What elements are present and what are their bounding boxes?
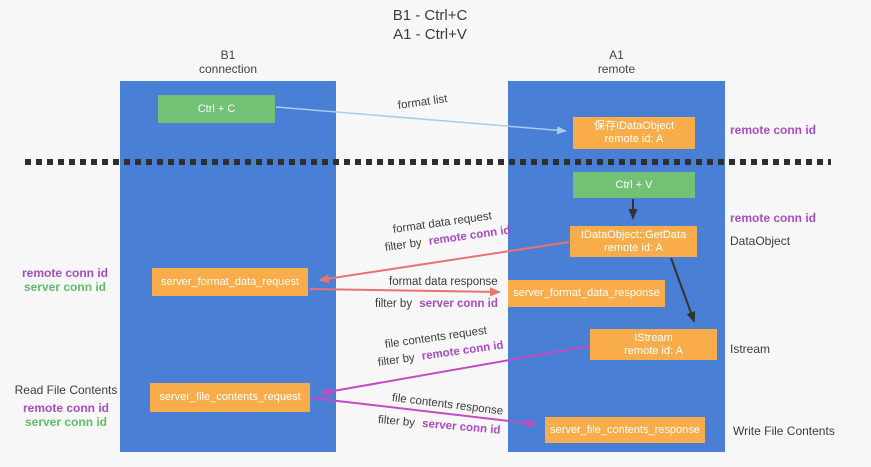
file-contents-response-text: file contents response bbox=[391, 392, 504, 418]
node-server-file-contents-request-label: server_file_contents_request bbox=[159, 391, 301, 403]
node-ctrl-v-label: Ctrl + V bbox=[615, 178, 653, 191]
node-saved-idataobject-line2: remote id: A bbox=[604, 133, 664, 145]
left-column-role: connection bbox=[198, 62, 258, 76]
side-left-conn-ids: remote conn id server conn id bbox=[18, 266, 112, 294]
server-conn-id-text: server conn id bbox=[421, 417, 501, 437]
node-istream-line2: remote id: A bbox=[624, 344, 683, 357]
side-istream: Istream bbox=[730, 342, 771, 356]
left-column-header: B1 connection bbox=[120, 48, 336, 76]
node-server-format-data-response-label: server_format_data_response bbox=[513, 287, 660, 299]
right-column-name: A1 bbox=[609, 48, 624, 62]
title-line-1: B1 - Ctrl+C bbox=[392, 7, 468, 24]
node-server-file-contents-request: server_file_contents_request bbox=[150, 383, 310, 412]
node-saved-idataobject-line1: 保存IDataObject bbox=[593, 120, 675, 132]
node-idataobject-getdata-line1: IDataObject::GetData bbox=[580, 228, 687, 241]
left-column-name: B1 bbox=[220, 48, 236, 62]
node-server-file-contents-response-label: server_file_contents_response bbox=[550, 423, 700, 436]
side-server-conn-id-bottom: server conn id bbox=[24, 415, 108, 429]
title-line-2: A1 - Ctrl+V bbox=[393, 26, 467, 43]
node-idataobject-getdata: IDataObject::GetData remote id: A bbox=[570, 226, 697, 257]
side-remote-conn-id-mid: remote conn id bbox=[730, 211, 817, 225]
node-server-file-contents-response: server_file_contents_response bbox=[545, 417, 705, 443]
phase-separator-dashed-line bbox=[25, 159, 831, 165]
format-list-text: format list bbox=[397, 93, 449, 112]
filter-by-text: filter by bbox=[375, 298, 413, 310]
right-column-header: A1 remote bbox=[508, 48, 725, 76]
node-saved-idataobject: 保存IDataObject remote id: A bbox=[573, 117, 695, 149]
node-istream-line1: IStream bbox=[634, 331, 673, 344]
filter-by-text: filter by bbox=[377, 414, 416, 430]
node-ctrl-v: Ctrl + V bbox=[573, 172, 695, 198]
filter-by-text: filter by bbox=[384, 236, 423, 254]
side-left-file-block: Read File Contents remote conn id server… bbox=[14, 383, 118, 429]
node-idataobject-getdata-line2: remote id: A bbox=[604, 241, 663, 254]
node-istream: IStream remote id: A bbox=[590, 329, 717, 360]
diagram-title: B1 - Ctrl+C A1 - Ctrl+V bbox=[300, 6, 560, 44]
arrow-format-data-response bbox=[309, 287, 501, 297]
server-conn-id-text: server conn id bbox=[419, 298, 498, 310]
side-remote-conn-id-top: remote conn id bbox=[730, 123, 817, 137]
label-filter-by-server-2: filter by server conn id bbox=[377, 414, 500, 437]
node-server-format-data-response: server_format_data_response bbox=[508, 280, 665, 307]
label-file-contents-response: file contents response bbox=[391, 392, 504, 418]
label-format-list: format list bbox=[397, 93, 448, 112]
side-dataobject: DataObject bbox=[730, 234, 791, 248]
node-server-format-data-request-label: server_format_data_request bbox=[160, 275, 300, 288]
side-read-file-contents: Read File Contents bbox=[14, 383, 118, 397]
side-server-conn-id-left: server conn id bbox=[23, 280, 107, 294]
right-column-role: remote bbox=[597, 62, 636, 76]
node-server-format-data-request: server_format_data_request bbox=[152, 268, 308, 296]
format-data-response-text: format data response bbox=[389, 276, 498, 288]
filter-by-text: filter by bbox=[377, 351, 416, 369]
node-ctrl-c: Ctrl + C bbox=[158, 95, 275, 123]
side-remote-conn-id-bottom: remote conn id bbox=[22, 401, 109, 415]
label-format-data-response: format data response bbox=[389, 276, 498, 288]
node-ctrl-c-label: Ctrl + C bbox=[197, 102, 236, 115]
side-write-file-contents: Write File Contents bbox=[733, 424, 835, 438]
label-filter-by-server-1: filter by server conn id bbox=[375, 298, 498, 310]
side-remote-conn-id-left: remote conn id bbox=[21, 266, 108, 280]
